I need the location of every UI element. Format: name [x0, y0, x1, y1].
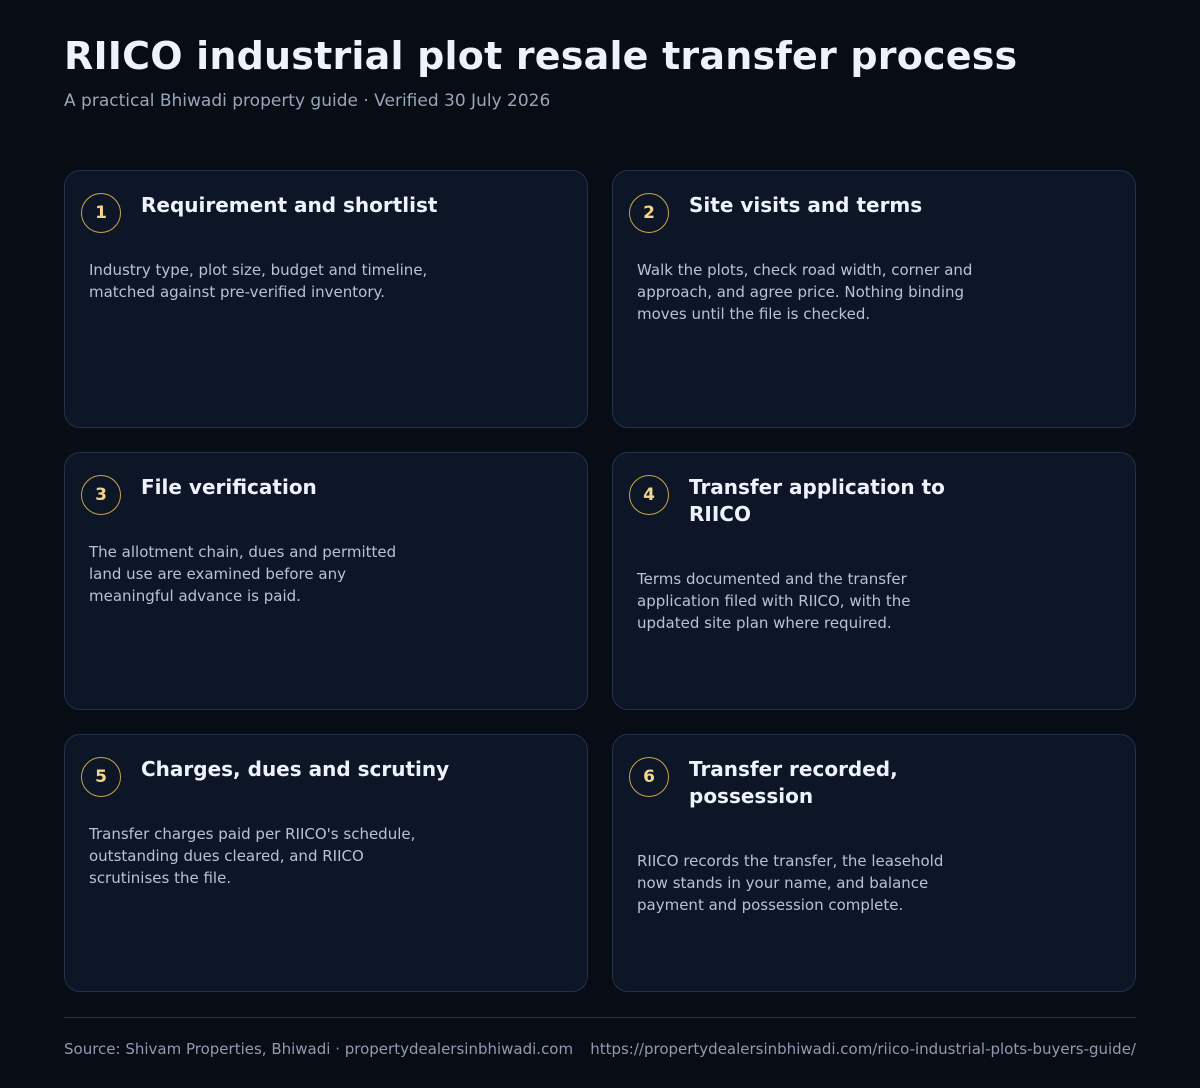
step-number-badge: 3	[81, 475, 121, 515]
step-title: File verification	[141, 475, 317, 499]
page-subtitle: A practical Bhiwadi property guide · Ver…	[64, 91, 551, 111]
step-description: Industry type, plot size, budget and tim…	[89, 261, 428, 301]
step-title: Transfer application to RIICO	[689, 475, 945, 526]
step-title: Transfer recorded, possession	[689, 757, 898, 808]
step-number-badge: 6	[629, 757, 669, 797]
step-card-2: 2 Site visits and terms Walk the plots, …	[612, 170, 1136, 428]
step-description: Walk the plots, check road width, corner…	[637, 261, 973, 323]
footer-divider	[64, 1017, 1136, 1018]
step-card-3: 3 File verification The allotment chain,…	[64, 452, 588, 710]
step-card-4: 4 Transfer application to RIICO Terms do…	[612, 452, 1136, 710]
step-number-badge: 1	[81, 193, 121, 233]
step-description: RIICO records the transfer, the leasehol…	[637, 852, 944, 914]
step-description: Terms documented and the transfer applic…	[637, 570, 911, 632]
step-number-badge: 4	[629, 475, 669, 515]
steps-grid: 1 Requirement and shortlist Industry typ…	[64, 170, 1136, 992]
step-title: Charges, dues and scrutiny	[141, 757, 450, 781]
footer-url-link[interactable]: https://propertydealersinbhiwadi.com/rii…	[590, 1040, 1136, 1058]
step-description: Transfer charges paid per RIICO's schedu…	[89, 825, 416, 887]
step-title: Requirement and shortlist	[141, 193, 438, 217]
footer-source: Source: Shivam Properties, Bhiwadi · pro…	[64, 1040, 574, 1058]
page-title: RIICO industrial plot resale transfer pr…	[64, 34, 1018, 78]
step-number-badge: 5	[81, 757, 121, 797]
step-card-5: 5 Charges, dues and scrutiny Transfer ch…	[64, 734, 588, 992]
step-description: The allotment chain, dues and permitted …	[89, 543, 397, 605]
step-card-1: 1 Requirement and shortlist Industry typ…	[64, 170, 588, 428]
step-title: Site visits and terms	[689, 193, 923, 217]
step-number-badge: 2	[629, 193, 669, 233]
step-card-6: 6 Transfer recorded, possession RIICO re…	[612, 734, 1136, 992]
